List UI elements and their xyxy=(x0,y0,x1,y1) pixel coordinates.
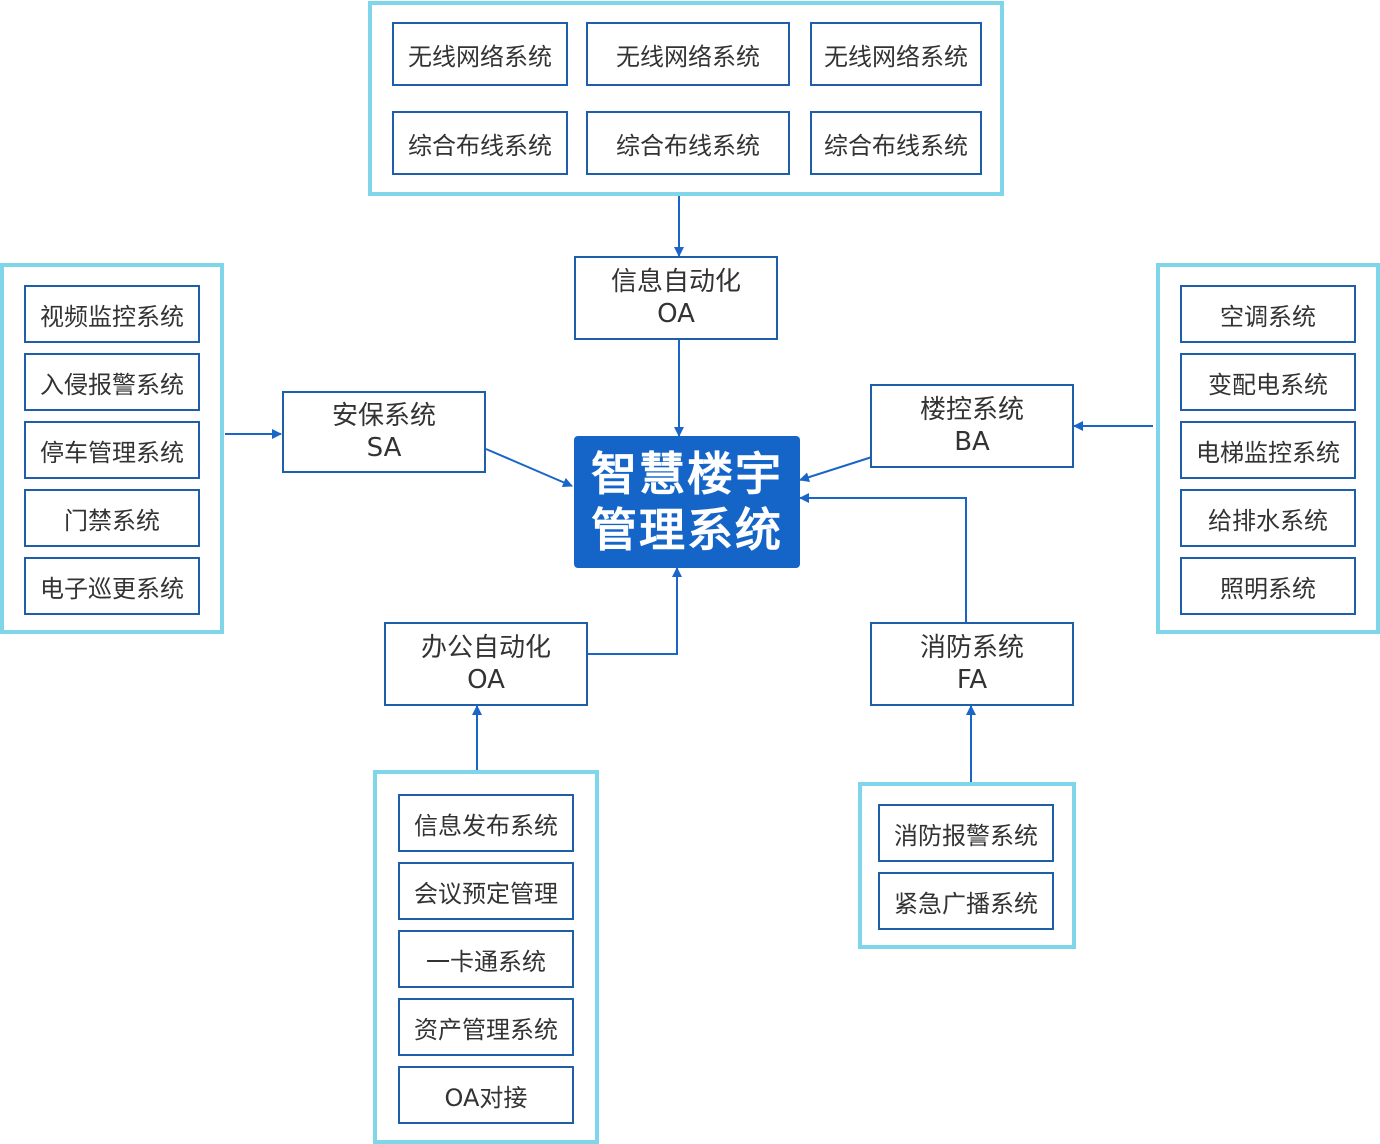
center-line-2: 管理系统 xyxy=(591,503,783,557)
hub-fire-code: FA xyxy=(956,665,988,695)
hub-info-title: 信息自动化 xyxy=(610,267,741,297)
top-item-4: 综合布线系统 xyxy=(392,111,568,175)
fire-item-2: 紧急广播系统 xyxy=(878,872,1054,930)
arrow-building-to-center xyxy=(799,456,873,483)
bottom-item-2: 会议预定管理 xyxy=(398,862,574,920)
arrow-fire-to-center xyxy=(799,493,967,622)
arrow-office-to-center xyxy=(588,567,682,655)
hub-fire: 消防系统 FA xyxy=(870,622,1074,706)
hub-office-automation: 办公自动化 OA xyxy=(384,622,588,706)
right-item-1: 空调系统 xyxy=(1180,285,1356,343)
right-item-5: 照明系统 xyxy=(1180,557,1356,615)
bottom-item-1: 信息发布系统 xyxy=(398,794,574,852)
hub-office-code: OA xyxy=(467,665,505,695)
center-smart-building: 智慧楼宇 管理系统 xyxy=(574,436,800,568)
left-item-5: 电子巡更系统 xyxy=(24,557,200,615)
fire-item-1: 消防报警系统 xyxy=(878,804,1054,862)
hub-building-title: 楼控系统 xyxy=(919,395,1024,425)
hub-office-title: 办公自动化 xyxy=(420,633,551,663)
bottom-item-4: 资产管理系统 xyxy=(398,998,574,1056)
hub-security-code: SA xyxy=(366,433,402,463)
hub-fire-title: 消防系统 xyxy=(919,633,1024,663)
top-item-6: 综合布线系统 xyxy=(810,111,982,175)
left-item-4: 门禁系统 xyxy=(24,489,200,547)
bottom-item-5: OA对接 xyxy=(398,1066,574,1124)
left-item-1: 视频监控系统 xyxy=(24,285,200,343)
left-item-3: 停车管理系统 xyxy=(24,421,200,479)
hub-building-code: BA xyxy=(954,427,990,457)
arrow-security-to-center xyxy=(485,448,573,488)
right-item-4: 给排水系统 xyxy=(1180,489,1356,547)
hub-security-title: 安保系统 xyxy=(331,401,436,431)
left-item-2: 入侵报警系统 xyxy=(24,353,200,411)
hub-info-code: OA xyxy=(657,299,695,329)
bottom-item-3: 一卡通系统 xyxy=(398,930,574,988)
hub-security: 安保系统 SA xyxy=(282,391,486,473)
top-item-1: 无线网络系统 xyxy=(392,22,568,86)
top-item-5: 综合布线系统 xyxy=(586,111,790,175)
right-item-3: 电梯监控系统 xyxy=(1180,421,1356,479)
hub-info-automation: 信息自动化 OA xyxy=(574,256,778,340)
right-item-2: 变配电系统 xyxy=(1180,353,1356,411)
hub-building-control: 楼控系统 BA xyxy=(870,384,1074,468)
top-item-3: 无线网络系统 xyxy=(810,22,982,86)
center-line-1: 智慧楼宇 xyxy=(591,447,783,501)
top-item-2: 无线网络系统 xyxy=(586,22,790,86)
